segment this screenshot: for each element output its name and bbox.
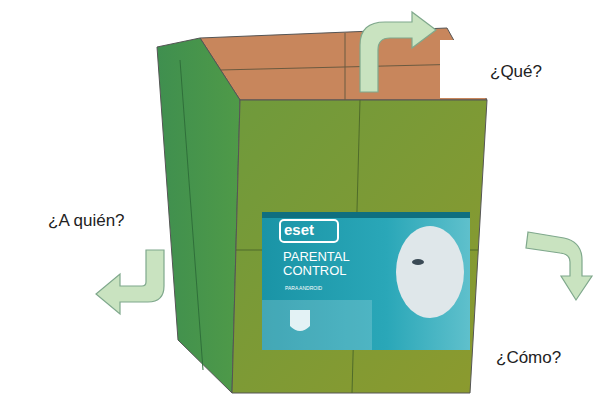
question-label: ¿Cómo? — [496, 349, 561, 368]
product-box-band — [262, 300, 372, 350]
logo-frame — [280, 220, 338, 242]
product-box-face — [262, 212, 470, 350]
product-subtitle: PARA ANDROID — [285, 286, 322, 292]
product-name: PARENTAL CONTROL — [283, 250, 383, 279]
robot-eye — [412, 259, 424, 265]
curved-arrow — [96, 250, 164, 314]
left-face — [157, 38, 240, 393]
robot-head — [396, 226, 464, 318]
curved-arrow — [526, 232, 592, 300]
brand-logo: eset — [284, 222, 314, 239]
question-label: ¿Qué? — [490, 63, 542, 82]
label-backdrop — [440, 40, 552, 98]
curved-arrow — [360, 12, 436, 92]
hidden-edge — [180, 60, 203, 370]
hidden-edge — [220, 64, 467, 70]
product-box-edge — [262, 212, 470, 218]
product-box — [262, 212, 470, 350]
question-label: ¿A quién? — [48, 212, 125, 231]
front-face — [232, 100, 487, 393]
